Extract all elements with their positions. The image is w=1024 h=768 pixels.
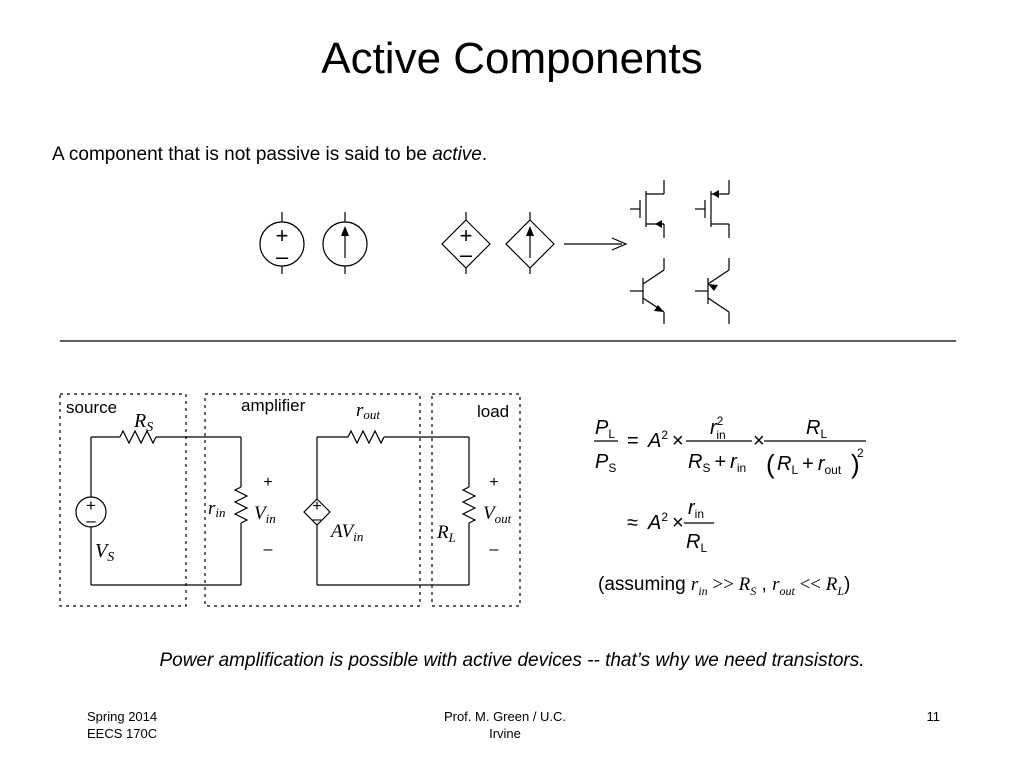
source-circuit	[75, 429, 249, 586]
intro-end: .	[481, 144, 488, 165]
intro-emphasis: active	[432, 144, 482, 165]
avin-label: AVin	[329, 521, 363, 544]
source-label: source	[66, 398, 117, 417]
eq-paren-close: )	[851, 449, 860, 479]
eq-times: ×	[753, 430, 765, 452]
assume-rs: RS	[738, 574, 757, 598]
footer-institution: Irvine	[489, 726, 521, 741]
amplifier-label: amplifier	[241, 396, 306, 415]
eq-equals: =	[627, 430, 639, 452]
assume-comma: ,	[756, 574, 773, 595]
footer-center: Prof. M. Green / U.C. Irvine	[430, 708, 580, 742]
amplifier-load-circuit	[303, 429, 477, 586]
eq-ps: PS	[595, 451, 616, 475]
eq-rin2: rin	[688, 497, 704, 521]
npn-transistor-icon	[630, 258, 665, 324]
eq-rl-plus-rout: RL+rout	[777, 453, 842, 477]
vin-minus: –	[264, 541, 273, 558]
minus-sign: –	[460, 242, 473, 267]
footer-term: Spring 2014	[87, 709, 158, 724]
footer-left: Spring 2014 EECS 170C	[87, 708, 157, 742]
rs-label: RS	[133, 410, 153, 435]
eq-pl: PL	[595, 417, 615, 441]
vout-plus: +	[489, 474, 498, 491]
eq-rl2: RL	[686, 531, 707, 555]
pmos-transistor-icon	[695, 180, 730, 238]
intro-main: A component that is not passive is said …	[52, 144, 433, 165]
assume-rout: rout	[772, 574, 795, 598]
vout-minus: –	[490, 541, 499, 558]
conclusion-text: Power amplification is possible with act…	[159, 650, 865, 671]
eq-a: A2	[647, 428, 668, 452]
vin-plus: +	[263, 474, 272, 491]
dependent-current-source-symbol	[505, 212, 555, 274]
plus-sign: +	[312, 498, 321, 515]
plus-sign: +	[276, 223, 289, 248]
assumption-note: (assuming rin >> RS , rout << RL)	[598, 574, 850, 599]
plus-sign: +	[460, 223, 473, 248]
eq-rs-plus-rin: RS+rin	[688, 451, 746, 475]
voltage-source-symbol	[259, 212, 305, 274]
eq-times: ×	[672, 430, 684, 452]
eq-paren-open: (	[766, 449, 775, 479]
section-boxes	[59, 393, 521, 607]
minus-sign: –	[276, 244, 289, 269]
footer-course: EECS 170C	[87, 726, 158, 741]
minus-sign: –	[313, 511, 322, 528]
page-number: 11	[926, 709, 941, 724]
vin-label: Vin	[254, 503, 276, 526]
footer-author: Prof. M. Green / U.C.	[443, 709, 567, 724]
plus-sign: +	[86, 496, 96, 515]
rout-label: rout	[356, 400, 380, 422]
assume-rin: rin	[690, 574, 708, 598]
eq-times: ×	[672, 512, 684, 534]
pnp-transistor-icon	[695, 258, 730, 324]
assume-gg: >>	[707, 574, 739, 595]
dependent-voltage-source-symbol	[441, 212, 491, 274]
rl-label: RL	[436, 522, 456, 545]
assume-ll: <<	[794, 574, 826, 595]
load-label: load	[477, 402, 509, 421]
slide-title: Active Components	[321, 34, 703, 83]
eq-approx: ≈	[627, 512, 638, 534]
assume-open: (assuming	[598, 574, 691, 595]
rin-label: rin	[208, 498, 226, 520]
assume-close: )	[844, 574, 851, 595]
minus-sign: –	[86, 511, 96, 530]
assume-rl: RL	[825, 574, 845, 598]
nmos-transistor-icon	[630, 180, 665, 238]
intro-text: A component that is not passive is said …	[52, 144, 487, 166]
current-source-symbol	[322, 212, 368, 274]
eq-a2: A2	[647, 510, 668, 534]
vs-label: VS	[95, 540, 114, 565]
eq-rl: RL	[806, 417, 827, 441]
eq-square: 2	[857, 446, 864, 460]
vout-label: Vout	[483, 503, 512, 526]
